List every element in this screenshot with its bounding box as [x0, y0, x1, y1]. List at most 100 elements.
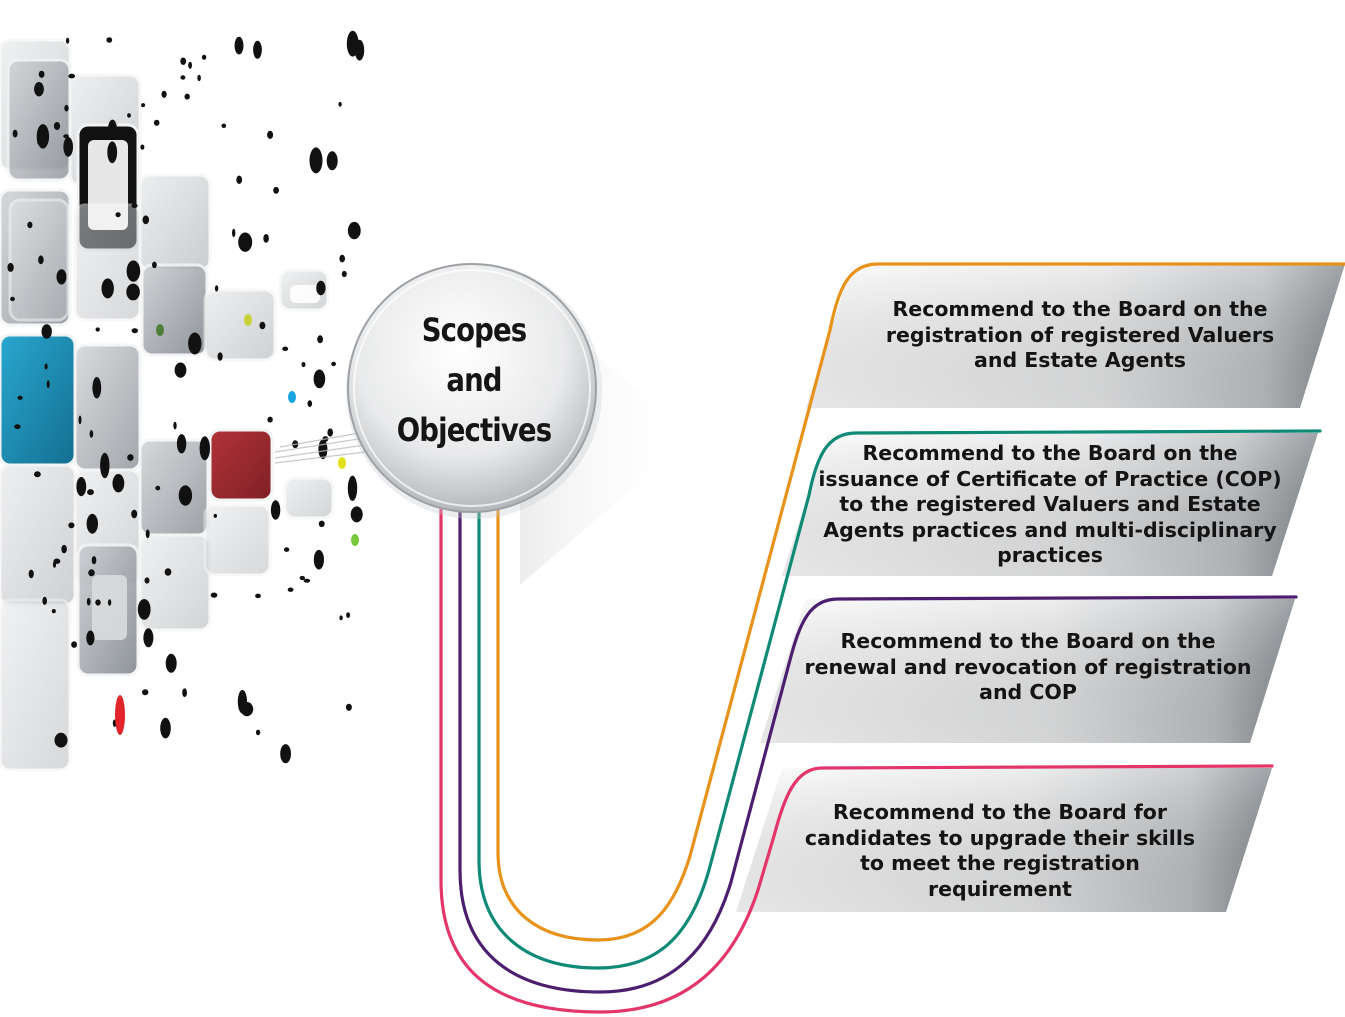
decorative-speckle	[350, 506, 363, 523]
decorative-speckle	[51, 609, 56, 614]
decorative-speckle	[131, 509, 138, 519]
decorative-speckle	[10, 296, 15, 302]
decorative-speckle	[317, 335, 323, 344]
decorative-speckle	[142, 689, 149, 696]
decorative-speckle	[86, 597, 91, 606]
decorative-speckle	[34, 471, 41, 478]
decorative-speckle	[100, 452, 110, 479]
decorative-speckle	[238, 232, 253, 252]
item-4-text: Recommend to the Board for candidates to…	[750, 800, 1250, 902]
hub-title-line-2: and	[446, 361, 502, 399]
decorative-speckle	[71, 641, 77, 648]
decorative-tile	[283, 476, 335, 520]
decorative-speckle	[339, 615, 343, 621]
decorative-speckle	[267, 130, 274, 139]
decorative-speckle	[63, 134, 69, 139]
hub-title-line-1: Scopes	[421, 311, 527, 349]
decorative-tile	[208, 428, 274, 502]
decorative-speckle	[137, 599, 151, 620]
decorative-speckle	[78, 415, 82, 425]
decorative-speckle	[160, 717, 171, 739]
decorative-speckle	[221, 123, 227, 128]
decorative-speckle	[273, 186, 279, 194]
decorative-speckle	[213, 513, 217, 518]
decorative-speckle	[161, 90, 167, 98]
decorative-speckle	[64, 104, 69, 112]
item-4-line-4: requirement	[928, 876, 1072, 901]
decorative-speckle	[299, 575, 305, 581]
decorative-speckle	[28, 569, 34, 579]
connector-lines	[439, 262, 1345, 1014]
decorative-speckle	[280, 744, 291, 764]
item-1-line-3: and Estate Agents	[974, 348, 1186, 372]
decorative-speckle	[338, 457, 346, 469]
hub-title-line-3: Objectives	[396, 411, 552, 449]
decorative-speckle	[155, 485, 161, 491]
decorative-tile-inner	[88, 140, 128, 230]
decorative-speckle	[214, 285, 219, 292]
decorative-speckle	[318, 520, 325, 527]
decorative-speckle	[259, 321, 266, 330]
decorative-speckle	[197, 74, 201, 82]
decorative-speckle	[86, 630, 95, 646]
decorative-speckle	[153, 119, 160, 126]
decorative-speckle	[14, 424, 21, 430]
item-2-line-1: Recommend to the Board on the	[862, 441, 1238, 465]
decorative-speckle	[303, 578, 311, 583]
decorative-tile	[203, 503, 272, 577]
decorative-speckle	[145, 529, 150, 539]
decorative-tile	[6, 58, 72, 182]
decorative-speckle	[141, 103, 146, 108]
decorative-speckle	[87, 489, 94, 496]
decorative-speckle	[115, 212, 121, 218]
decorative-speckle	[288, 391, 296, 403]
decorative-speckle	[176, 434, 187, 454]
item-3-line-2: renewal and revocation of registration	[804, 654, 1252, 679]
decorative-speckle	[270, 500, 281, 520]
decorative-speckle	[341, 270, 347, 278]
item-2-text: Recommend to the Board on the issuance o…	[800, 441, 1300, 569]
decorative-speckle	[282, 346, 289, 351]
decorative-speckle	[164, 568, 172, 576]
hub-circle	[346, 263, 693, 585]
item-4-line-3: to meet the registration	[860, 851, 1140, 875]
decorative-speckle	[91, 556, 97, 565]
decorative-speckle	[95, 327, 100, 332]
item-panels	[736, 264, 1345, 912]
decorative-speckle	[107, 599, 112, 606]
item-3-line-3: and COP	[979, 680, 1077, 704]
decorative-speed-lines	[274, 431, 366, 464]
connector-line-3	[458, 506, 1298, 994]
decorative-speckle	[240, 702, 254, 717]
connector-line-1	[496, 262, 1345, 942]
item-4-line-1: Recommend to the Board for	[833, 800, 1167, 824]
decorative-speckle	[88, 569, 95, 577]
decorative-speckle	[165, 653, 177, 673]
decorative-speckle	[143, 628, 154, 648]
decorative-speckle	[331, 361, 336, 367]
decorative-speckle	[107, 141, 118, 164]
decorative-speckle	[307, 400, 313, 407]
decorative-speckle	[244, 314, 252, 326]
decorative-speckle	[217, 352, 223, 361]
decorative-speckle	[86, 513, 99, 534]
decorative-speckle	[188, 61, 193, 69]
decorative-speckle	[131, 328, 138, 334]
decorative-speckle	[326, 151, 338, 171]
decorative-tile	[0, 333, 77, 467]
decorative-speckle	[180, 57, 187, 65]
item-1-line-2: registration of registered Valuers	[885, 322, 1275, 347]
item-2-line-4: Agents practices and multi-disciplinary	[823, 517, 1277, 542]
decorative-speckle	[210, 592, 218, 598]
decorative-speckle	[346, 30, 359, 57]
decorative-speckle	[313, 549, 324, 570]
decorative-speckle	[53, 122, 61, 130]
item-2-line-2: issuance of Certificate of Practice (COP…	[818, 466, 1282, 491]
decorative-speckle	[54, 732, 68, 748]
decorative-speckle	[101, 278, 114, 299]
decorative-speckle	[46, 380, 50, 389]
decorative-speckle	[188, 332, 202, 355]
decorative-tile-inner	[290, 285, 320, 303]
decorative-speckle	[347, 475, 358, 501]
